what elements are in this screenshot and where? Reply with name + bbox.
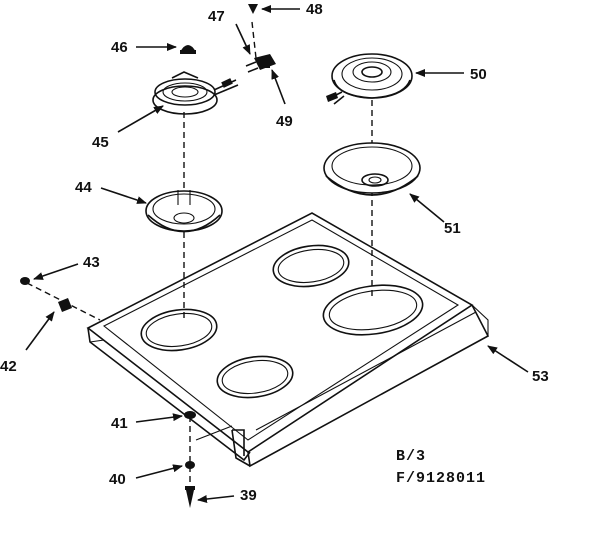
screw-48: [248, 4, 258, 14]
callout-arrows: [25, 5, 529, 503]
callout-44: 44: [75, 179, 92, 196]
callout-46: 46: [111, 39, 128, 56]
callout-51: 51: [444, 220, 461, 237]
callout-42: 42: [0, 358, 17, 375]
callout-50: 50: [470, 66, 487, 83]
drip-bowl-large: [323, 142, 421, 196]
burner-opening-rear-right: [322, 284, 424, 336]
burner-cap: [180, 45, 196, 54]
nut-41: [184, 411, 196, 419]
drip-bowl-small: [145, 190, 223, 233]
burner-opening-front-left: [140, 308, 218, 352]
callout-39: 39: [240, 487, 257, 504]
code-line-2: F/9128011: [396, 470, 486, 487]
callout-45: 45: [92, 134, 109, 151]
burner-element-large: [326, 53, 413, 105]
screw-39: [185, 486, 195, 508]
callout-53: 53: [532, 368, 549, 385]
washer-40: [185, 461, 195, 469]
burner-element-small: [152, 71, 239, 115]
callout-47: 47: [208, 8, 225, 25]
burner-opening-front-right: [216, 355, 294, 399]
cooktop-panel: [86, 212, 490, 468]
callout-41: 41: [111, 415, 128, 432]
terminal-block: [245, 54, 276, 73]
code-line-1: B/3: [396, 448, 426, 465]
burner-opening-rear-left: [272, 244, 350, 288]
callout-49: 49: [276, 113, 293, 130]
callout-43: 43: [83, 254, 100, 271]
clip-42: [58, 298, 72, 312]
callout-40: 40: [109, 471, 126, 488]
callout-48: 48: [306, 1, 323, 18]
screw-43: [20, 277, 30, 285]
